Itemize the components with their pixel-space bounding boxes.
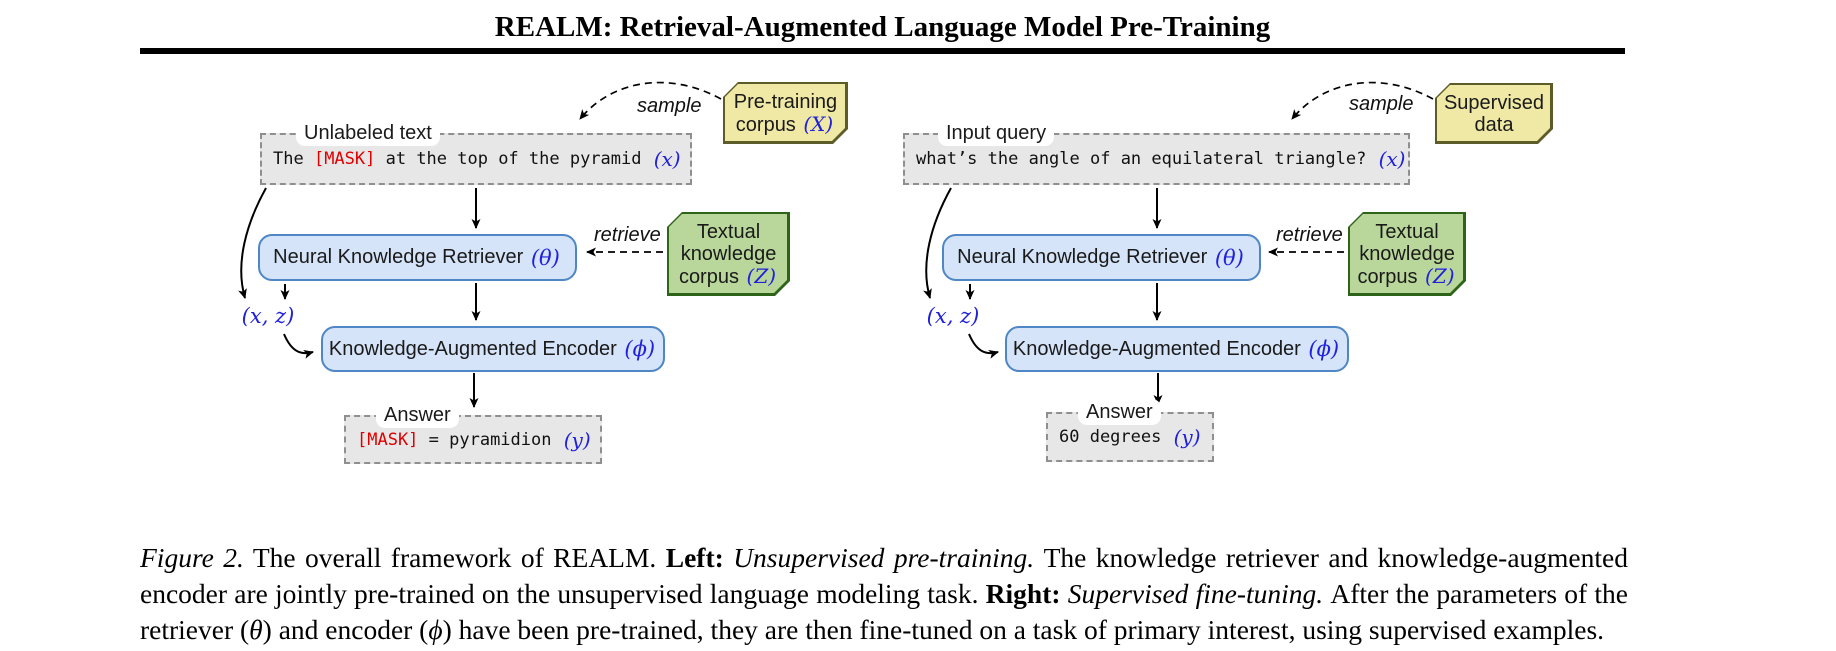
xz-tuple-right: (x, z) (926, 304, 980, 328)
supervised-data-box: Supervised data (1435, 83, 1553, 144)
knowledge-line3-right: corpus (Z) (1357, 265, 1456, 288)
knowledge-line2-left: knowledge (680, 242, 777, 265)
textual-knowledge-fill-left (669, 214, 787, 293)
answer-box-right: 60 degrees (y) (1046, 412, 1214, 462)
retriever-label-right: Neural Knowledge Retriever (957, 246, 1213, 268)
sample-label-right: sample (1349, 93, 1414, 115)
query-text: what’s the angle of an equilateral trian… (916, 149, 1377, 169)
caption-body1: The knowledge retriever and knowledge-au… (140, 541, 1628, 609)
arrow-sample-left (579, 81, 722, 120)
unlabeled-text-content: The [MASK] at the top of the pyramid (x) (262, 135, 690, 183)
input-query-label: Input query (938, 120, 1055, 146)
answer-label-left: Answer (376, 402, 459, 428)
caption-body2a: After the parameters of the retriever ( (140, 577, 1628, 645)
caption-theta: θ (249, 613, 263, 645)
knowledge-line2-right: knowledge (1359, 242, 1455, 265)
answer-label-right: Answer (1078, 399, 1161, 425)
knowledge-line3-text-right: corpus (1357, 265, 1424, 288)
textual-knowledge-fill-right (1350, 214, 1463, 293)
input-text-rest: at the top of the pyramid (375, 149, 652, 169)
caption-intro: The overall framework of REALM. (243, 541, 666, 573)
input-text: The (273, 149, 314, 169)
answer-content-left: [MASK] = pyramidion (y) (346, 417, 600, 462)
phi-variable-right: (ϕ) (1308, 337, 1340, 361)
retriever-box-left: Neural Knowledge Retriever (θ) (258, 234, 577, 281)
supervised-data-fill (1437, 85, 1550, 141)
y-variable-left: (y) (563, 427, 591, 452)
caption-body2c: ) have been pre-trained, they are then f… (442, 613, 1605, 645)
textual-knowledge-box-right: Textual knowledge corpus (Z) (1348, 212, 1466, 296)
encoder-label-left: Knowledge-Augmented Encoder (328, 337, 623, 360)
unlabeled-text-label: Unlabeled text (296, 120, 440, 146)
paper-running-title: REALM: Retrieval-Augmented Language Mode… (494, 11, 1271, 43)
retriever-box-right: Neural Knowledge Retriever (θ) (942, 234, 1261, 281)
input-query-content: what’s the angle of an equilateral trian… (905, 135, 1408, 183)
arrow-sample-right (1291, 81, 1434, 120)
textual-knowledge-box-left: Textual knowledge corpus (Z) (667, 212, 790, 296)
answer-box-left: [MASK] = pyramidion (y) (344, 415, 602, 464)
encoder-box-right: Knowledge-Augmented Encoder (ϕ) (1005, 326, 1349, 372)
encoder-box-left: Knowledge-Augmented Encoder (ϕ) (321, 326, 665, 372)
supervised-data-text: Supervised data (1435, 83, 1553, 144)
caption-figure-label: Figure 2. (140, 541, 244, 573)
corpus-z-variable-left: (Z) (746, 263, 777, 288)
retrieve-label-right: retrieve (1276, 224, 1343, 246)
answer-content-right: 60 degrees (y) (1048, 414, 1212, 460)
arrow-xz-to-encoder-right (968, 333, 999, 359)
theta-variable-right: (θ) (1214, 245, 1244, 270)
retrieve-label-left: retrieve (594, 224, 661, 246)
caption-body2b: ) and encoder ( (262, 613, 429, 645)
pretraining-corpus-fill (725, 84, 845, 141)
answer-mask-token: [MASK] (357, 429, 419, 450)
theta-variable-left: (θ) (530, 245, 560, 270)
x-variable: (x) (653, 147, 681, 171)
pretraining-corpus-text: Pre-training corpus (X) (723, 82, 848, 144)
knowledge-line1-right: Textual (1375, 220, 1439, 243)
x-variable-right: (x) (1378, 147, 1406, 171)
answer-text-right: 60 degrees (1059, 427, 1172, 447)
pretraining-line1: Pre-training (733, 90, 838, 113)
textual-knowledge-text-left: Textual knowledge corpus (Z) (667, 212, 790, 296)
arrow-xz-to-encoder-left (283, 333, 314, 359)
arrow-input-to-xz-left (238, 187, 267, 299)
supervised-line1: Supervised (1443, 91, 1545, 114)
pretraining-line2-text: corpus (735, 113, 802, 136)
caption-left-bold: Left: (665, 541, 734, 573)
xz-tuple-left: (x, z) (241, 304, 295, 328)
caption-right-bold: Right: (985, 577, 1068, 609)
sample-label-left: sample (637, 95, 702, 117)
supervised-line2: data (1474, 113, 1514, 136)
encoder-label-right: Knowledge-Augmented Encoder (1012, 337, 1307, 360)
knowledge-line1-left: Textual (696, 220, 761, 243)
caption-left-italic: Unsupervised pre-training. (733, 541, 1044, 573)
title-rule (140, 48, 1625, 54)
answer-text-left: = pyramidion (418, 429, 562, 450)
arrow-input-to-xz-right (923, 187, 952, 299)
textual-knowledge-text-right: Textual knowledge corpus (Z) (1348, 212, 1466, 296)
corpus-x-variable: (X) (803, 111, 834, 136)
mask-token: [MASK] (313, 149, 376, 169)
pretraining-line2: corpus (X) (736, 113, 835, 136)
y-variable-right: (y) (1173, 425, 1201, 449)
knowledge-line3-text-left: corpus (678, 265, 745, 288)
knowledge-line3-left: corpus (Z) (679, 265, 778, 288)
corpus-z-variable-right: (Z) (1425, 263, 1455, 288)
phi-variable-left: (ϕ) (624, 337, 656, 361)
pretraining-corpus-box: Pre-training corpus (X) (723, 82, 848, 144)
retriever-label-left: Neural Knowledge Retriever (273, 246, 529, 268)
figure-caption: Figure 2. The overall framework of REALM… (140, 540, 1628, 648)
caption-phi: ϕ (428, 613, 443, 645)
caption-right-italic: Supervised fine-tuning. (1067, 577, 1331, 609)
